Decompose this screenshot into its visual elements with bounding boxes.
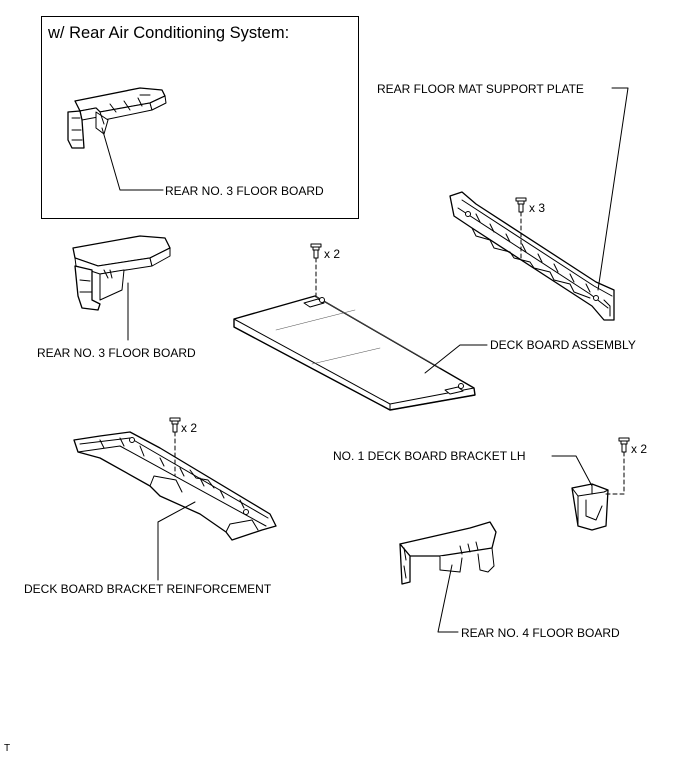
rear-no4-floor-board bbox=[399, 521, 497, 585]
inset-title: w/ Rear Air Conditioning System: bbox=[48, 24, 290, 42]
support-plate-leader bbox=[597, 87, 629, 291]
deck-board-bracket-reinforcement-label: DECK BOARD BRACKET REINFORCEMENT bbox=[24, 582, 272, 596]
deck-board-assembly-label: DECK BOARD ASSEMBLY bbox=[490, 338, 636, 352]
support-plate-bolt-icon bbox=[515, 197, 527, 259]
rear-no3-floor-board bbox=[72, 235, 171, 311]
bracket-lh-bolt-icon bbox=[605, 437, 630, 495]
rear-no4-floor-board-label: REAR NO. 4 FLOOR BOARD bbox=[461, 626, 620, 640]
rear-floor-mat-support-plate bbox=[449, 191, 615, 321]
corner-mark: T bbox=[4, 743, 11, 754]
deck-board-assembly bbox=[233, 295, 476, 411]
bracket-lh-quantity: x 2 bbox=[631, 442, 648, 456]
rear-no4-leader bbox=[437, 564, 459, 633]
deck-board-leader bbox=[424, 344, 488, 374]
deck-board-bracket-reinforcement bbox=[73, 431, 277, 541]
bracket-lh-leader bbox=[551, 455, 593, 487]
rear-floor-mat-support-plate-label: REAR FLOOR MAT SUPPORT PLATE bbox=[377, 82, 584, 96]
deck-board-quantity: x 2 bbox=[324, 247, 341, 261]
reinforcement-bolt-icon bbox=[169, 417, 181, 477]
no1-deck-board-bracket-lh-label: NO. 1 DECK BOARD BRACKET LH bbox=[333, 449, 526, 463]
no1-deck-board-bracket-lh bbox=[571, 483, 609, 531]
rear-no3-floor-board-label: REAR NO. 3 FLOOR BOARD bbox=[37, 346, 196, 360]
reinforcement-quantity: x 2 bbox=[181, 421, 198, 435]
inset-frame bbox=[41, 16, 359, 219]
inset-leader bbox=[101, 127, 164, 191]
inset-part-label: REAR NO. 3 FLOOR BOARD bbox=[165, 184, 324, 198]
deck-bolt-icon bbox=[310, 243, 322, 301]
support-plate-quantity: x 3 bbox=[529, 201, 546, 215]
inset-rear-no3-floor-board bbox=[67, 87, 167, 149]
reinforcement-leader bbox=[157, 501, 196, 581]
